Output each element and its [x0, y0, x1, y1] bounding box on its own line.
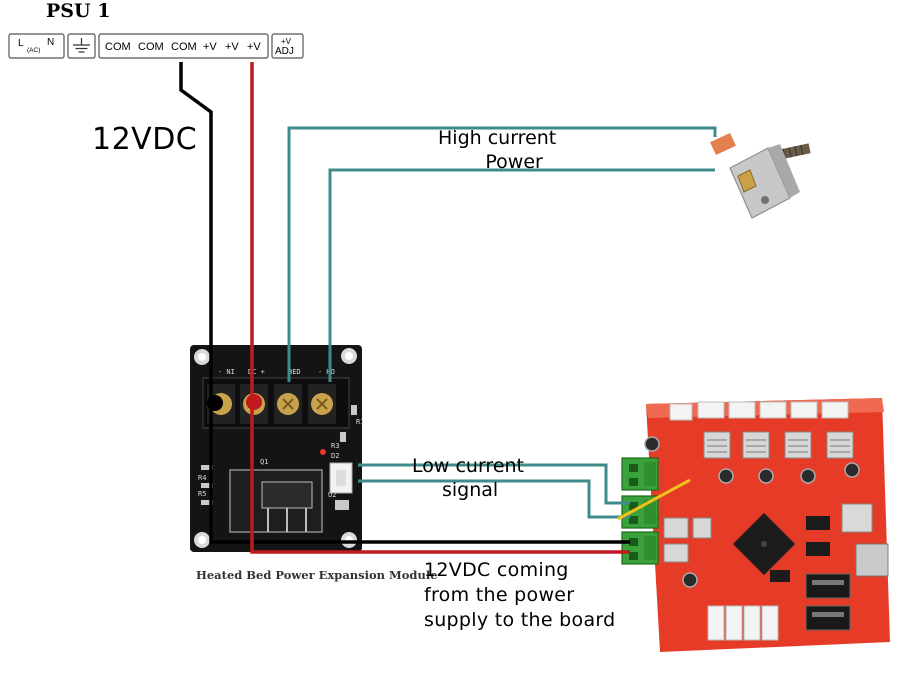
hotend-heater-cartridge [710, 133, 736, 155]
board-capacitors [644, 436, 860, 588]
hotend-nozzle [737, 169, 757, 193]
svg-text:D2: D2 [331, 452, 339, 460]
low-current-line-2: signal [442, 479, 499, 501]
supply-line-3: supply to the board [424, 609, 616, 631]
psu-adj-bottom: ADJ [275, 46, 294, 57]
psu-title: PSU 1 [46, 0, 111, 22]
board-sd-slot [841, 503, 873, 533]
psu-com-2: COM [138, 41, 164, 53]
psu-terminal-ac-label: (AC) [27, 47, 40, 54]
wire-low-current-b [358, 479, 630, 519]
psu-v-1: +V [203, 41, 217, 53]
board-green-terminals [621, 457, 659, 565]
svg-text:R4: R4 [198, 474, 206, 482]
psu-v-3: +V [247, 41, 261, 53]
psu-terminal-n-label: N [47, 37, 54, 48]
psu-terminal-strip: L (AC) N COM COM COM +V +V +V +V ADJ [8, 33, 304, 59]
board-lcd-header-1 [805, 573, 851, 599]
psu-terminal-ac [8, 33, 65, 59]
wire-yellow-jumper [617, 478, 691, 521]
svg-text:R1: R1 [356, 418, 364, 426]
high-current-line-1: High current [438, 127, 557, 149]
module-mosfet-body [261, 481, 313, 509]
svg-text:R3: R3 [331, 442, 339, 450]
supply-line-2: from the power [424, 584, 575, 606]
wires [179, 62, 717, 554]
wire-red-positive [250, 62, 630, 554]
module-caption: Heated Bed Power Expansion Module [196, 568, 438, 582]
psu-terminal-l-label: L [18, 38, 24, 49]
wire-black-ground [179, 62, 630, 544]
svg-text:R5: R5 [198, 490, 206, 498]
low-current-label: Low current signal [412, 454, 524, 502]
psu-com-1: COM [105, 41, 131, 53]
wire-high-current-a [287, 126, 717, 382]
svg-text:U2: U2 [328, 491, 336, 499]
wire-high-current-b [328, 168, 715, 382]
low-current-line-1: Low current [412, 455, 524, 477]
board-stepper-drivers [703, 431, 854, 459]
psu-com-3: COM [171, 41, 197, 53]
svg-text:Q1: Q1 [260, 458, 268, 466]
high-current-line-2: Power [485, 151, 543, 173]
wire-low-current-a [358, 463, 630, 505]
supply-line-1: 12VDC coming [424, 559, 569, 581]
psu-terminal-adj [271, 33, 304, 59]
psu-v-2: +V [225, 41, 239, 53]
supply-label: 12VDC coming from the power supply to th… [424, 558, 616, 633]
svg-text:- NI: - NI [218, 368, 235, 376]
high-current-label: High current Power [438, 126, 556, 174]
svg-text:- HO: - HO [318, 368, 335, 376]
board-top-connectors [669, 401, 849, 421]
module-red-wire-end [246, 394, 262, 410]
psu-adj-top: +V [281, 37, 292, 46]
svg-text:DC +: DC + [248, 368, 265, 376]
board-lcd-header-2 [805, 605, 851, 631]
psu-output-label: 12VDC [92, 122, 198, 157]
board-usb-port [855, 543, 889, 577]
svg-text:BED: BED [288, 368, 301, 376]
controller-board [621, 398, 890, 652]
hotend-heater-block [710, 133, 811, 219]
ground-icon [73, 38, 90, 53]
psu-terminal-ground [67, 33, 96, 59]
psu-terminal-outputs [98, 33, 269, 59]
